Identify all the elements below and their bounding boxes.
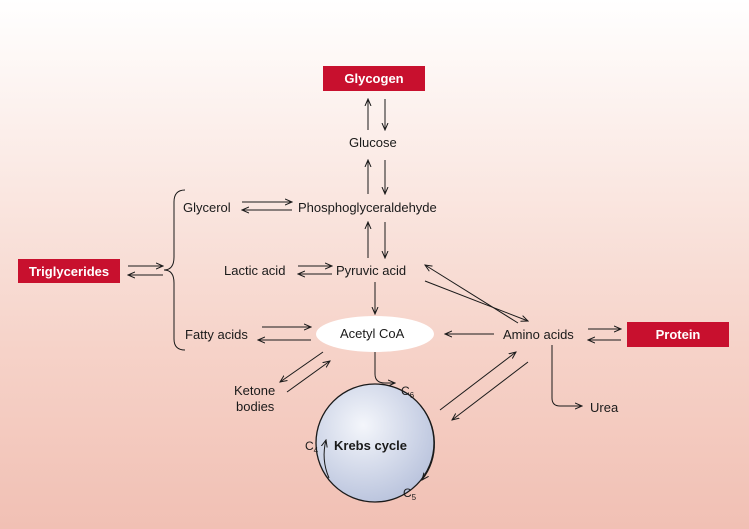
glucose-label: Glucose — [349, 135, 397, 150]
acetyl-coa-ellipse — [316, 316, 434, 352]
glycogen-box: Glycogen — [323, 66, 425, 91]
triglycerides-box: Triglycerides — [18, 259, 120, 283]
arrow-amino-to-pyruvic — [425, 265, 519, 324]
carbon-c5-label: C5 — [403, 486, 417, 502]
lactic-acid-label: Lactic acid — [224, 263, 286, 278]
carbon-c4-label: C4 — [305, 439, 319, 455]
arrow-acetylcoa-to-c6 — [374, 352, 395, 383]
curly-brace — [163, 189, 186, 351]
glycogen-label: Glycogen — [344, 71, 404, 86]
pyruvic-acid-label: Pyruvic acid — [336, 263, 407, 278]
arrow-acetylcoa-to-ketone — [280, 351, 324, 382]
arrow-ketone-to-acetylcoa — [286, 361, 330, 393]
protein-box: Protein — [627, 322, 729, 347]
krebs-arrow-left — [324, 440, 330, 479]
phosphoglyceraldehyde-label: Phosphoglyceraldehyde — [298, 200, 437, 215]
krebs-cycle-label: Krebs cycle — [334, 438, 407, 453]
fatty-acids-label: Fatty acids — [185, 327, 248, 342]
arrow-amino-to-urea — [551, 345, 582, 406]
acetyl-coa-label: Acetyl CoA — [340, 326, 405, 341]
ketone-bodies-line2: bodies — [236, 399, 275, 414]
arrow-krebs-to-amino — [439, 352, 516, 411]
arrow-pyruvic-to-amino — [424, 280, 528, 321]
arrow-amino-to-krebs — [452, 361, 529, 420]
amino-acids-label: Amino acids — [503, 327, 574, 342]
protein-label: Protein — [655, 327, 701, 342]
krebs-arrow-right — [419, 404, 435, 480]
urea-label: Urea — [590, 400, 619, 415]
glycerol-label: Glycerol — [183, 200, 231, 215]
triglycerides-label: Triglycerides — [28, 263, 110, 279]
ketone-bodies-line1: Ketone — [234, 383, 276, 398]
carbon-c6-label: C6 — [401, 384, 415, 400]
